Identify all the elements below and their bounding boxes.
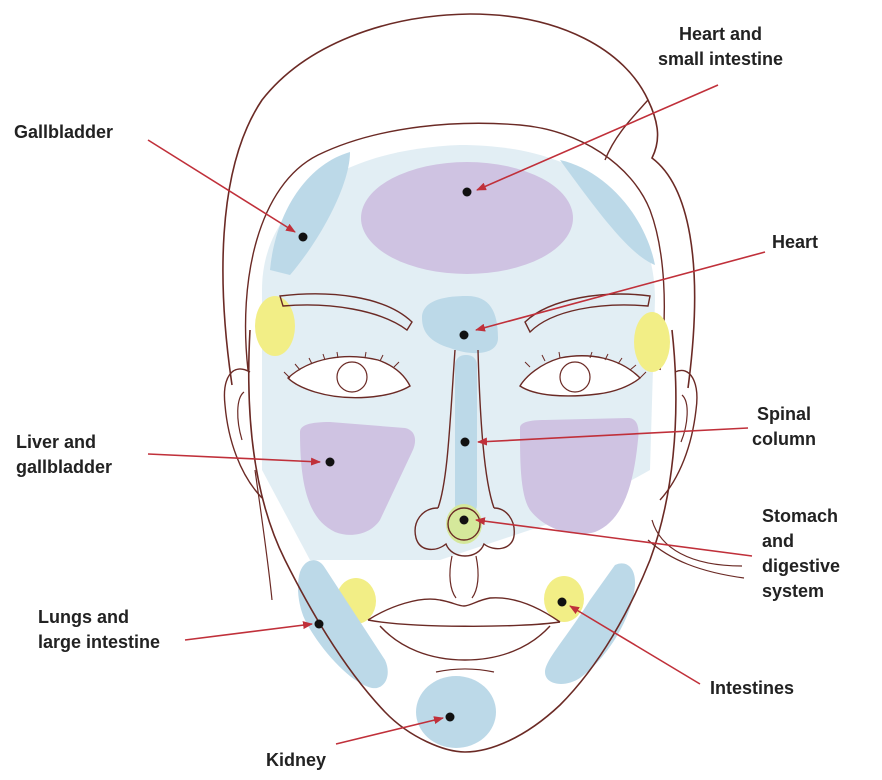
left-ear-inner <box>238 392 244 440</box>
upper-lip <box>368 598 560 622</box>
dot-kidney <box>446 713 455 722</box>
label-line: Stomach <box>762 504 840 529</box>
arrow-heart-small-intestine <box>477 85 718 190</box>
nose-bridge-zone <box>455 355 477 515</box>
neck-right <box>652 520 742 566</box>
label-line: Liver and <box>16 430 112 455</box>
label-stomach-digestive: Stomach and digestive system <box>762 504 840 604</box>
label-line: Spinal <box>752 402 816 427</box>
dot-lungs-large-intestine <box>315 620 324 629</box>
forehead-zone <box>361 162 573 274</box>
label-line: gallbladder <box>16 455 112 480</box>
right-temple-yellow-zone <box>634 312 670 372</box>
label-line: Intestines <box>710 676 794 701</box>
label-line: Gallbladder <box>14 120 113 145</box>
label-spinal-column: Spinal column <box>752 402 816 452</box>
label-line: system <box>762 579 840 604</box>
dot-liver-gallbladder <box>326 458 335 467</box>
label-liver-gallbladder: Liver and gallbladder <box>16 430 112 480</box>
arrow-lungs-large-intestine <box>185 624 312 640</box>
label-heart: Heart <box>772 230 818 255</box>
label-line: Heart and <box>658 22 783 47</box>
chin-zone <box>416 676 496 748</box>
dot-heart-small-intestine <box>463 188 472 197</box>
chin-crease <box>436 669 494 672</box>
arrow-gallbladder <box>148 140 295 232</box>
hair-curl <box>605 100 648 160</box>
label-kidney: Kidney <box>266 748 326 773</box>
label-line: column <box>752 427 816 452</box>
label-line: digestive <box>762 554 840 579</box>
label-line: small intestine <box>658 47 783 72</box>
neck-right-2 <box>648 540 744 578</box>
label-intestines: Intestines <box>710 676 794 701</box>
dot-gallbladder <box>299 233 308 242</box>
philtrum <box>450 556 478 598</box>
arrow-stomach-digestive <box>476 520 752 556</box>
label-heart-small-intestine: Heart and small intestine <box>658 22 783 72</box>
label-line: Heart <box>772 230 818 255</box>
dot-intestines <box>558 598 567 607</box>
dot-spinal-column <box>461 438 470 447</box>
neck-left <box>255 470 272 600</box>
dot-stomach-digestive <box>460 516 469 525</box>
lip-line <box>368 620 560 626</box>
dot-heart <box>460 331 469 340</box>
label-lungs-large-intestine: Lungs and large intestine <box>38 605 160 655</box>
lower-lip <box>380 626 550 660</box>
right-ear-inner <box>681 395 687 442</box>
right-ear <box>660 370 697 500</box>
label-line: Kidney <box>266 748 326 773</box>
label-line: large intestine <box>38 630 160 655</box>
label-line: and <box>762 529 840 554</box>
label-gallbladder: Gallbladder <box>14 120 113 145</box>
label-line: Lungs and <box>38 605 160 630</box>
